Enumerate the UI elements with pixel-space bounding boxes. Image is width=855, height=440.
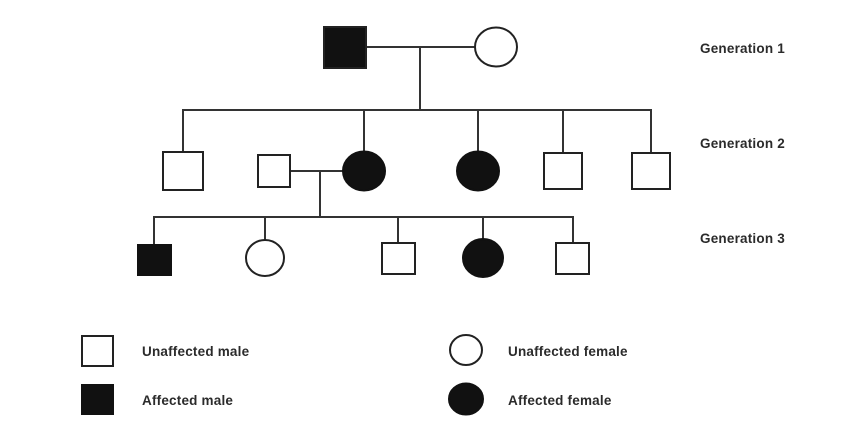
legend-label-affected-male: Affected male <box>142 393 234 408</box>
individual-g2-5-unaffected-male[interactable] <box>631 152 671 190</box>
legend-swatch-affected-male <box>81 384 114 415</box>
individual-g3-3-unaffected-male[interactable] <box>381 242 416 275</box>
individual-g3-4-affected-female[interactable] <box>462 238 504 278</box>
individual-g2-4-unaffected-male[interactable] <box>543 152 583 190</box>
generation-label-2: Generation 2 <box>700 136 785 151</box>
generation-label-1: Generation 1 <box>700 41 785 56</box>
individual-g3-1-affected-male[interactable] <box>137 244 172 276</box>
generation-1-group <box>323 26 518 110</box>
individual-g2-spouse-unaffected-male[interactable] <box>257 154 291 188</box>
generation-3-group <box>137 216 590 278</box>
individual-g2-2-affected-female[interactable] <box>342 150 386 192</box>
legend-swatch-unaffected-male <box>81 335 114 367</box>
individual-g3-2-unaffected-female[interactable] <box>245 239 285 277</box>
legend-group <box>81 334 484 416</box>
individual-g1-1-affected-male[interactable] <box>323 26 367 69</box>
legend-swatch-unaffected-female <box>449 334 483 366</box>
generation-label-3: Generation 3 <box>700 231 785 246</box>
legend-label-unaffected-male: Unaffected male <box>142 344 250 359</box>
individual-g2-1-unaffected-male[interactable] <box>162 151 204 191</box>
individual-g1-2-unaffected-female[interactable] <box>474 26 518 68</box>
individual-g2-3-affected-female[interactable] <box>456 150 500 192</box>
legend-label-unaffected-female: Unaffected female <box>508 344 628 359</box>
legend-swatch-affected-female <box>448 382 484 416</box>
individual-g3-5-unaffected-male[interactable] <box>555 242 590 275</box>
generation-2-group <box>162 109 671 217</box>
legend-label-affected-female: Affected female <box>508 393 612 408</box>
